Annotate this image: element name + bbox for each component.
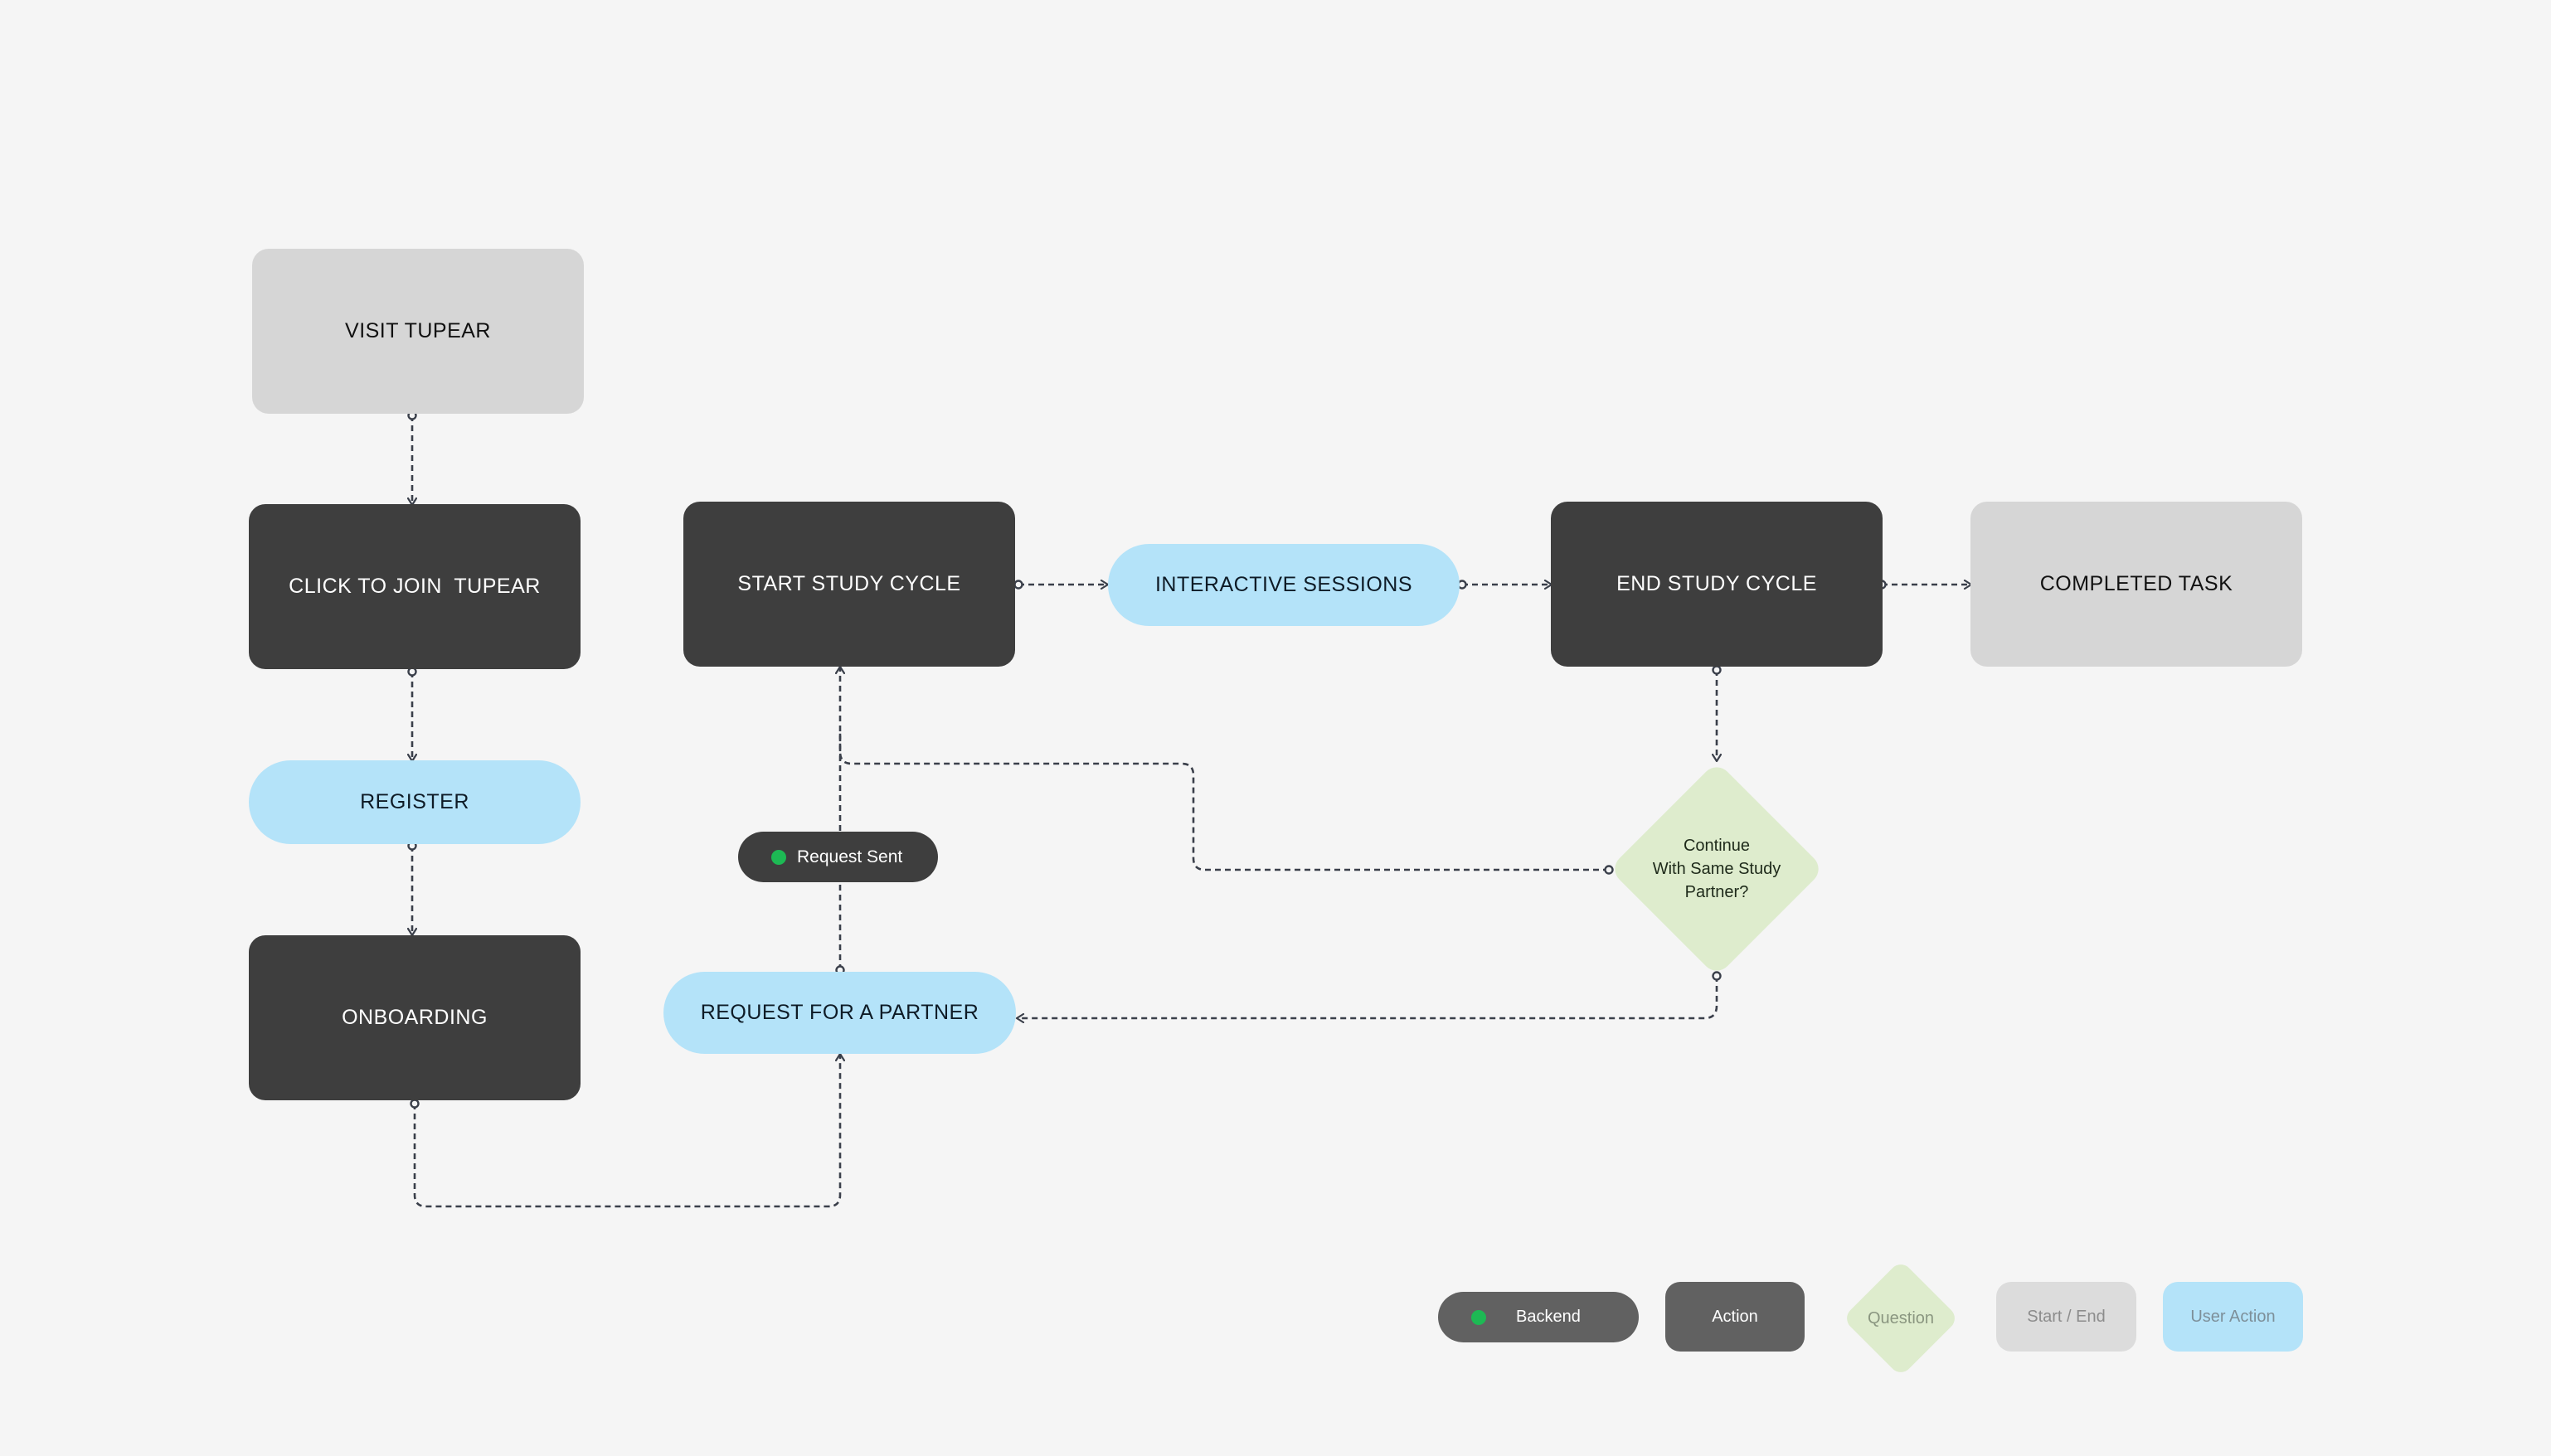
connector-start-dot <box>410 1099 420 1109</box>
status-dot-icon <box>1471 1309 1486 1325</box>
legend-label: Start / End <box>2027 1307 2106 1326</box>
connector-question-yes-to-start <box>838 730 1609 871</box>
legend-backend: Backend <box>1438 1292 1639 1342</box>
legend-question: Question <box>1841 1259 1961 1378</box>
node-label: REQUEST FOR A PARTNER <box>700 1001 979 1024</box>
node-register[interactable]: REGISTER <box>249 760 581 844</box>
node-interactive-sessions[interactable]: INTERACTIVE SESSIONS <box>1108 544 1460 626</box>
node-label: CLICK TO JOIN TUPEAR <box>289 575 541 598</box>
node-label: ONBOARDING <box>342 1006 488 1029</box>
legend-label: Backend <box>1516 1308 1581 1326</box>
badge-request-sent: Request Sent <box>738 832 938 882</box>
legend-user-action: User Action <box>2163 1282 2303 1352</box>
legend-label: Question <box>1867 1308 1935 1327</box>
node-completed-task[interactable]: COMPLETED TASK <box>1970 502 2302 667</box>
node-label: START STUDY CYCLE <box>737 572 961 595</box>
question-line: With Same Study <box>1652 860 1781 878</box>
legend-start-end: Start / End <box>1996 1282 2136 1352</box>
node-continue-question[interactable]: Continue With Same Study Partner? <box>1608 760 1825 978</box>
legend-label: User Action <box>2190 1307 2276 1326</box>
node-click-to-join[interactable]: CLICK TO JOIN TUPEAR <box>249 504 581 669</box>
node-onboarding[interactable]: ONBOARDING <box>249 935 581 1100</box>
node-start-study-cycle[interactable]: START STUDY CYCLE <box>683 502 1015 667</box>
connector-question-no-to-request <box>1017 976 1718 1018</box>
legend-action: Action <box>1665 1282 1805 1352</box>
badge-label: Request Sent <box>797 847 903 866</box>
question-label: Continue With Same Study Partner? <box>1653 834 1781 904</box>
node-label: END STUDY CYCLE <box>1616 572 1817 595</box>
question-line: Partner? <box>1684 883 1749 901</box>
connector-start-dot <box>1712 665 1722 675</box>
question-line: Continue <box>1683 837 1751 855</box>
node-request-for-partner[interactable]: REQUEST FOR A PARTNER <box>663 972 1016 1054</box>
node-label: VISIT TUPEAR <box>345 319 491 342</box>
legend-label: Action <box>1712 1307 1758 1326</box>
status-dot-icon <box>771 849 786 865</box>
node-label: REGISTER <box>360 790 469 813</box>
node-label: INTERACTIVE SESSIONS <box>1154 573 1413 596</box>
connector-start-dot <box>1013 580 1023 590</box>
node-visit-tupear[interactable]: VISIT TUPEAR <box>252 249 584 414</box>
node-label: COMPLETED TASK <box>2039 572 2233 595</box>
node-end-study-cycle[interactable]: END STUDY CYCLE <box>1551 502 1883 667</box>
